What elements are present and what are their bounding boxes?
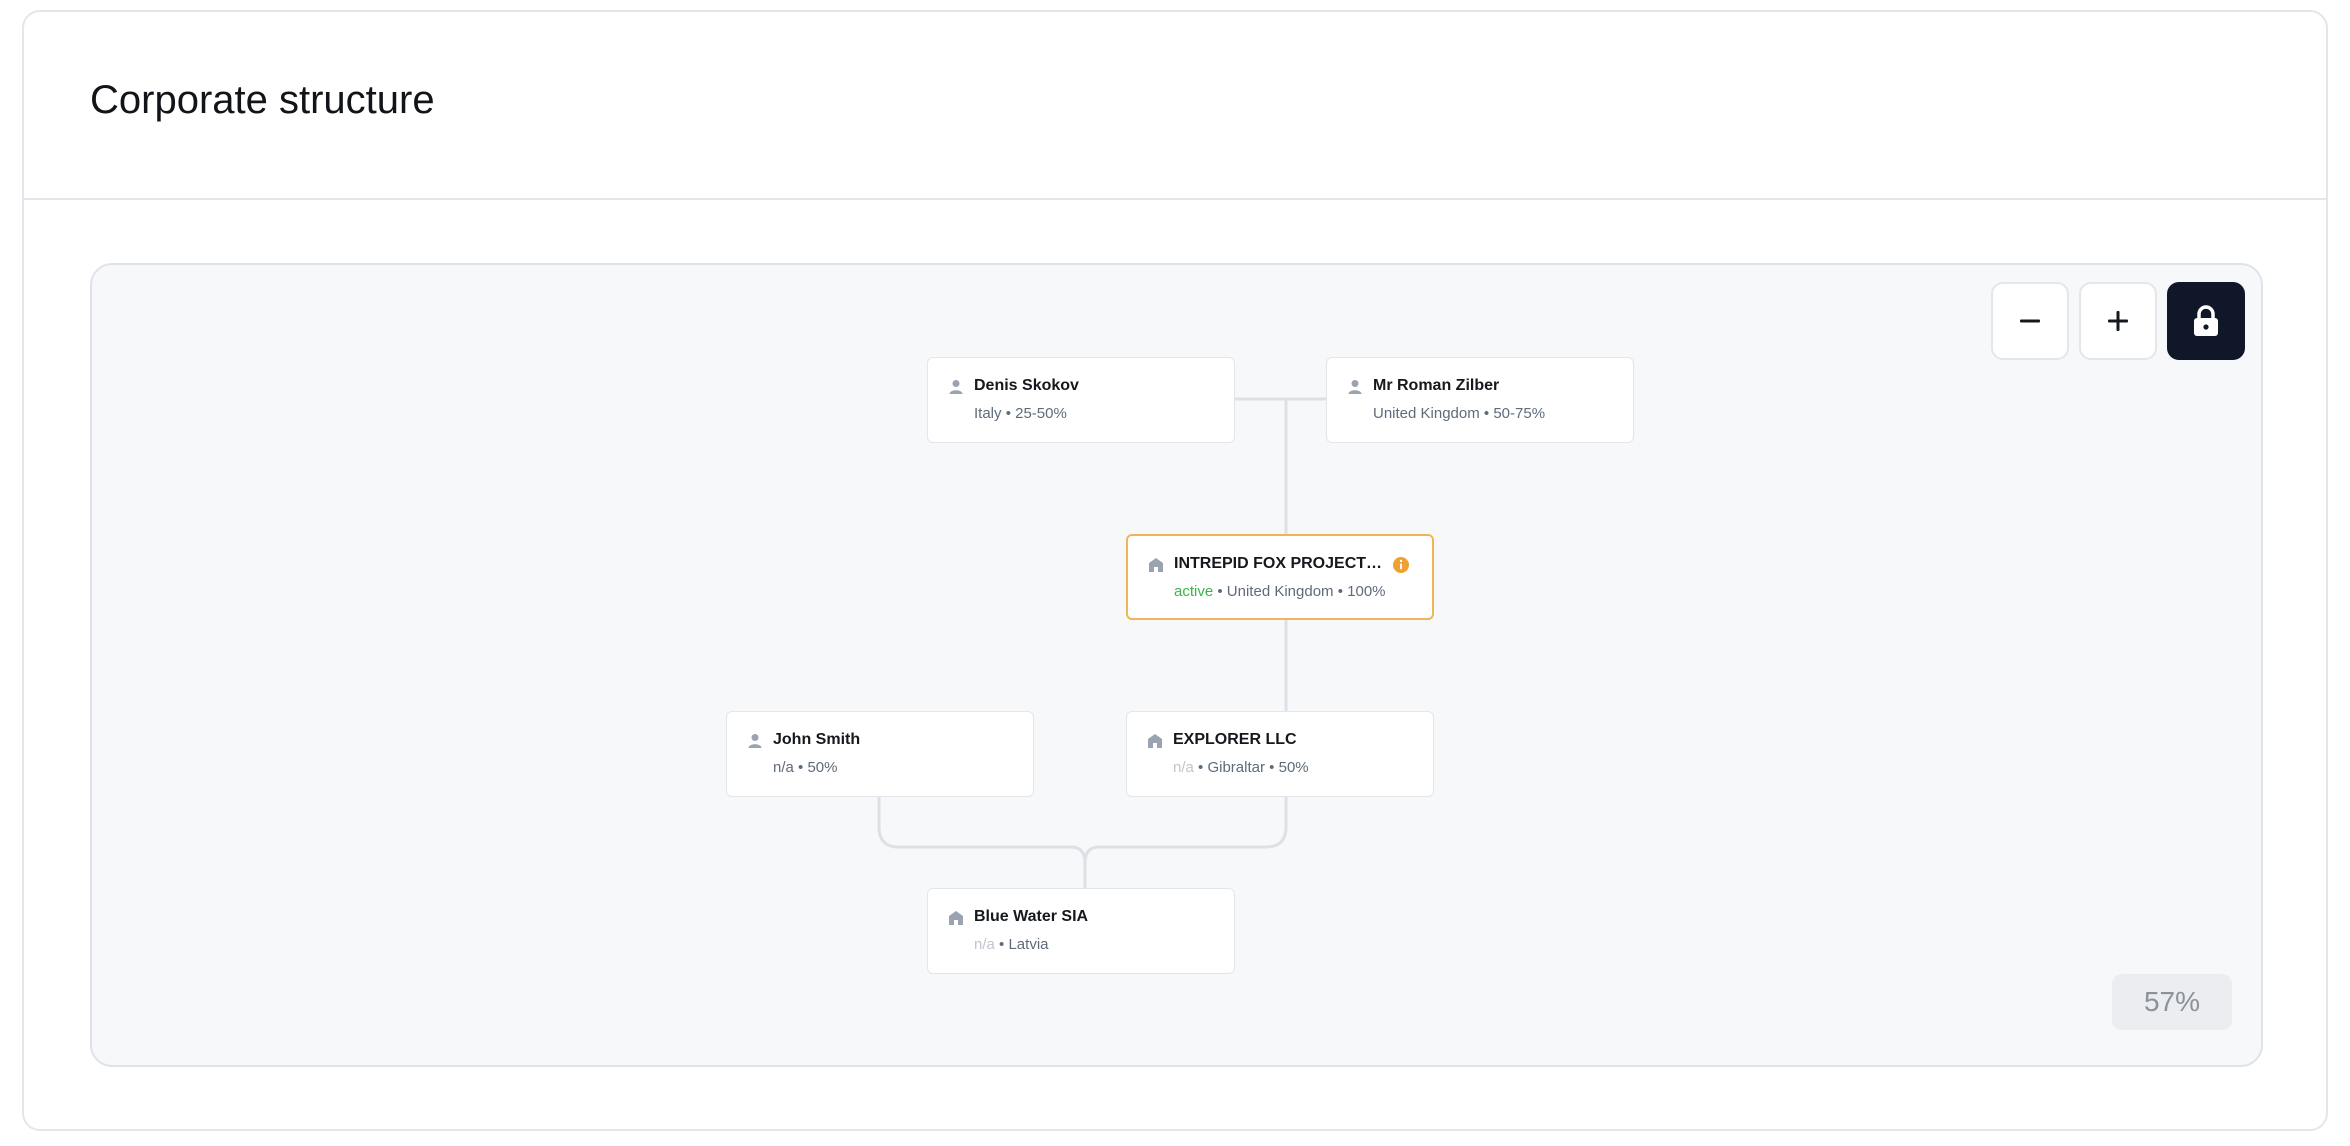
node-roman-zilber[interactable]: Mr Roman Zilber United Kingdom • 50-75%: [1326, 357, 1634, 443]
edge-explorer-bluewater: [1083, 797, 1288, 864]
meta-separator: •: [1217, 583, 1223, 600]
meta-separator: •: [999, 936, 1005, 953]
info-icon[interactable]: [1392, 556, 1410, 574]
node-meta: n/a • Latvia: [974, 936, 1049, 953]
meta-separator: •: [1337, 583, 1343, 600]
node-country: n/a: [773, 759, 794, 776]
edge-john-bluewater: [877, 797, 1087, 888]
lock-button[interactable]: [2167, 282, 2245, 360]
node-meta: Italy • 25-50%: [974, 405, 1067, 422]
plus-icon: [2108, 311, 2128, 331]
node-status: active: [1174, 583, 1214, 600]
node-share: 25-50%: [1015, 405, 1067, 422]
node-name: John Smith: [773, 731, 861, 748]
node-name: Denis Skokov: [974, 377, 1079, 394]
node-share: 50%: [1278, 759, 1309, 776]
lock-icon: [2194, 305, 2218, 336]
node-name: EXPLORER LLC: [1173, 731, 1297, 748]
node-denis-skokov[interactable]: Denis Skokov Italy • 25-50%: [927, 357, 1235, 443]
zoom-in-button[interactable]: [2079, 282, 2157, 360]
person-icon: [1348, 380, 1362, 394]
meta-separator: •: [1198, 759, 1204, 776]
structure-canvas[interactable]: Denis Skokov Italy • 25-50% Mr Roman Zil…: [90, 263, 2263, 1067]
node-country: United Kingdom: [1373, 405, 1480, 422]
node-name: Mr Roman Zilber: [1373, 377, 1500, 394]
node-share: 100%: [1347, 583, 1386, 600]
page-title: Corporate structure: [90, 78, 435, 122]
node-blue-water-sia[interactable]: Blue Water SIA n/a • Latvia: [927, 888, 1235, 974]
minus-icon: [2020, 319, 2040, 323]
node-country: United Kingdom: [1226, 583, 1334, 600]
node-country: Gibraltar: [1207, 759, 1265, 776]
node-meta: United Kingdom • 50-75%: [1373, 405, 1545, 422]
zoom-out-button[interactable]: [1991, 282, 2069, 360]
node-name: Blue Water SIA: [974, 908, 1089, 925]
node-country: Italy: [974, 405, 1002, 422]
person-icon: [949, 380, 963, 394]
node-meta: active • United Kingdom • 100%: [1174, 583, 1386, 600]
node-status: n/a: [974, 936, 995, 953]
node-country: Latvia: [1008, 936, 1049, 953]
node-explorer-llc[interactable]: EXPLORER LLC n/a • Gibraltar • 50%: [1126, 711, 1434, 797]
building-icon: [1148, 734, 1162, 748]
building-icon: [1149, 558, 1163, 572]
card-header: Corporate structure: [24, 12, 2326, 200]
meta-separator: •: [1005, 405, 1011, 422]
building-icon: [949, 911, 963, 925]
meta-separator: •: [798, 759, 804, 776]
node-meta: n/a • 50%: [773, 759, 838, 776]
meta-separator: •: [1483, 405, 1490, 422]
person-icon: [748, 734, 762, 748]
meta-separator: •: [1269, 759, 1275, 776]
node-intrepid-fox-project[interactable]: INTREPID FOX PROJECT… active • United Ki…: [1126, 534, 1434, 620]
node-meta: n/a • Gibraltar • 50%: [1173, 759, 1309, 776]
node-share: 50%: [807, 759, 838, 776]
node-status: n/a: [1173, 759, 1194, 776]
edge-layer: [877, 397, 1331, 888]
corporate-structure-card: Corporate structure Denis Skokov Italy •…: [22, 10, 2328, 1131]
node-name: INTREPID FOX PROJECT…: [1174, 555, 1383, 572]
zoom-level-indicator: 57%: [2112, 974, 2232, 1030]
node-share: 50-75%: [1493, 405, 1546, 422]
node-john-smith[interactable]: John Smith n/a • 50%: [726, 711, 1034, 797]
